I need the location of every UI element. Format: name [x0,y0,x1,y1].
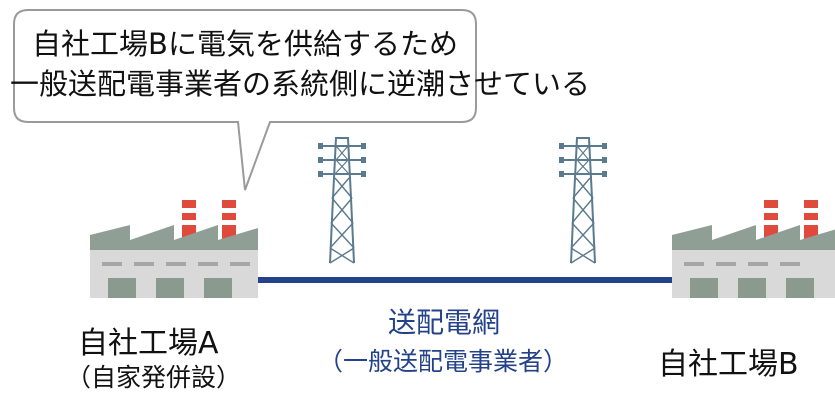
grid-operator-label: （一般送配電事業者） [318,347,569,376]
transmission-tower-left-icon [317,137,367,264]
speech-bubble [13,9,477,191]
factory-a-note: （自家発併設） [66,363,242,392]
factory-a-label: 自社工場A [78,326,219,361]
factory-a-icon [90,200,258,298]
factory-b-label: 自社工場B [658,347,799,382]
transmission-tower-right-icon [558,137,608,264]
callout-line-1: 自社工場Bに電気を供給するため [32,27,458,61]
factory-b-icon [672,200,835,298]
grid-label: 送配電網 [388,306,501,339]
callout-line-2: 一般送配電事業者の系統側に逆潮させている [10,67,591,101]
